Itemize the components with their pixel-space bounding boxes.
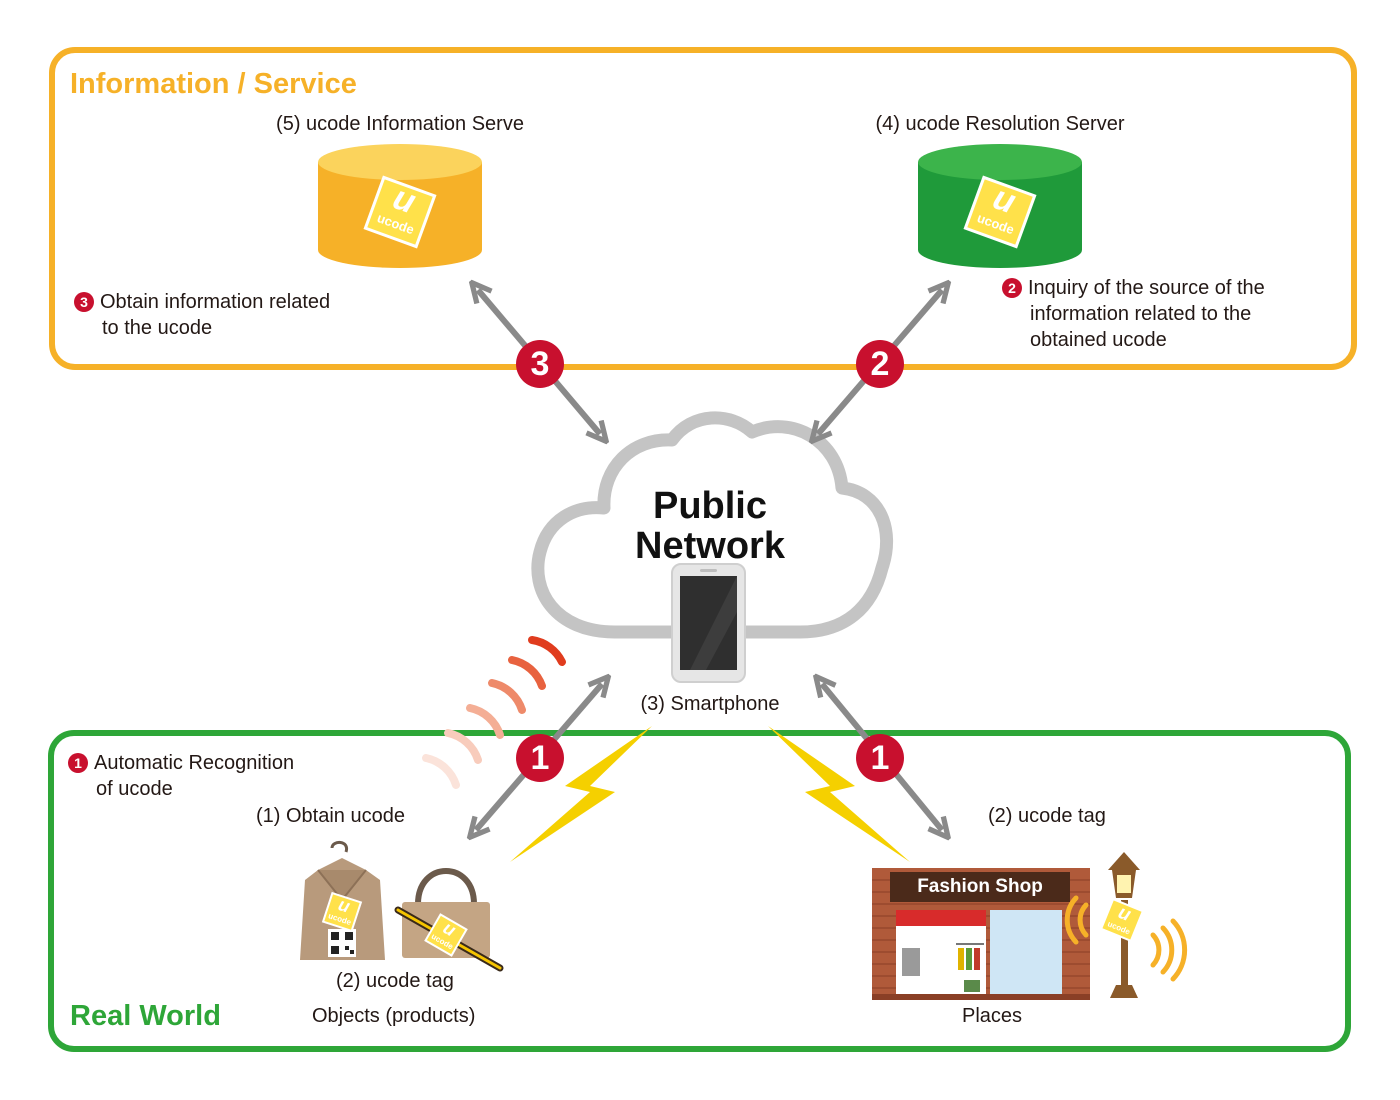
real-world-title: Real World bbox=[70, 1000, 221, 1032]
coat-icon: u ucode bbox=[300, 841, 385, 960]
step1-badge-left: 1 bbox=[516, 734, 564, 782]
step2-badge: 2 bbox=[856, 340, 904, 388]
ucode-logo-icon: u ucode bbox=[424, 913, 468, 957]
step3-description: 3 Obtain information related to the ucode bbox=[74, 289, 330, 341]
step2-bullet: 2 bbox=[1002, 278, 1022, 298]
radio-wave-icon bbox=[1064, 895, 1188, 982]
info-server-database-icon: u ucode bbox=[318, 144, 482, 268]
ucode-tag-label-right: (2) ucode tag bbox=[988, 805, 1106, 827]
step2-line3: obtained ucode bbox=[1030, 329, 1167, 351]
ucode-logo-icon: u ucode bbox=[1099, 897, 1145, 943]
smartphone-label: (3) Smartphone bbox=[640, 693, 780, 715]
step3-line1: Obtain information related bbox=[100, 291, 331, 313]
resolution-server-label: (4) ucode Resolution Server bbox=[875, 113, 1125, 135]
information-service-region bbox=[49, 47, 1357, 370]
bag-icon: u ucode bbox=[394, 868, 504, 972]
step1-line1: Automatic Recognition bbox=[94, 752, 295, 774]
information-service-title: Information / Service bbox=[70, 68, 357, 100]
step2-line2: information related to the bbox=[1030, 303, 1252, 325]
resolution-server-database-icon: u ucode bbox=[918, 144, 1082, 268]
smartphone-icon bbox=[671, 563, 746, 683]
obtain-ucode-label: (1) Obtain ucode bbox=[256, 805, 405, 827]
cloud-icon bbox=[531, 411, 893, 639]
step3-line2: to the ucode bbox=[102, 317, 213, 339]
public-network-line2: Network bbox=[635, 525, 785, 567]
ucode-logo-icon: u ucode bbox=[363, 175, 437, 249]
places-label: Places bbox=[962, 1005, 1023, 1027]
step1-description: 1 Automatic Recognition of ucode bbox=[68, 750, 294, 802]
step1-bullet: 1 bbox=[68, 753, 88, 773]
public-network-label: Public Network bbox=[620, 486, 800, 566]
public-network-line1: Public bbox=[652, 485, 768, 527]
ucode-tag-label-left: (2) ucode tag bbox=[336, 970, 454, 992]
ucode-logo-icon: u ucode bbox=[321, 891, 363, 933]
step2-description: 2 Inquiry of the source of the informatio… bbox=[1002, 275, 1265, 353]
step3-badge: 3 bbox=[516, 340, 564, 388]
real-world-region bbox=[48, 730, 1351, 1052]
lightning-icon bbox=[510, 726, 652, 862]
step1-line2: of ucode bbox=[96, 778, 173, 800]
radio-wave-icon bbox=[422, 636, 566, 789]
objects-label: Objects (products) bbox=[312, 1005, 476, 1027]
step1-badge-right: 1 bbox=[856, 734, 904, 782]
lamp-icon: u ucode bbox=[1099, 852, 1145, 998]
ucode-logo-icon: u ucode bbox=[963, 175, 1037, 249]
step2-line1: Inquiry of the source of the bbox=[1028, 277, 1265, 299]
step3-bullet: 3 bbox=[74, 292, 94, 312]
lightning-icon bbox=[768, 726, 910, 862]
fashion-shop-sign: Fashion Shop bbox=[890, 872, 1070, 902]
info-server-label: (5) ucode Information Serve bbox=[276, 113, 524, 135]
